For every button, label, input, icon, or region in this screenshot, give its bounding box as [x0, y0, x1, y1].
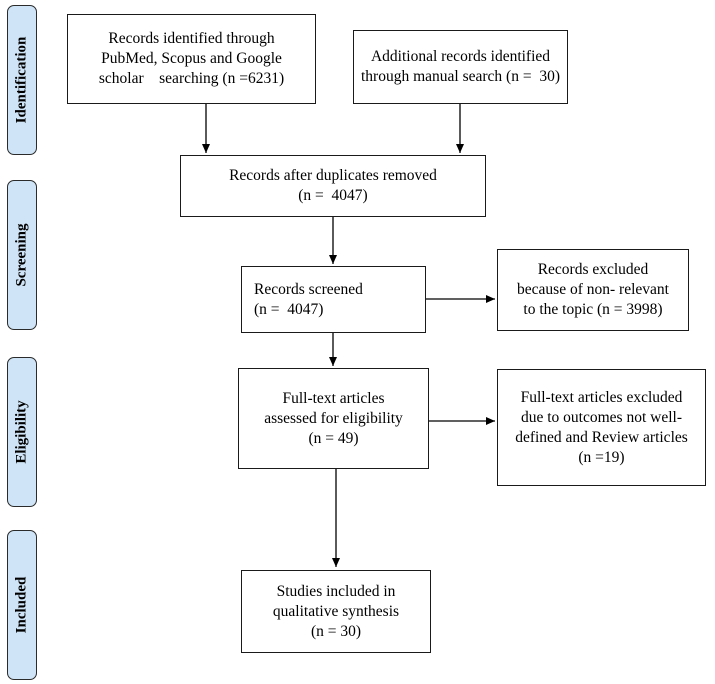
box-line: Studies included in [276, 582, 396, 600]
box-line: Full-text articles [282, 389, 385, 407]
box-line: (n = 30) [310, 622, 362, 640]
box-line: scholar searching (n =6231) [98, 70, 285, 87]
box-line: defined and Review articles [515, 428, 688, 446]
after-duplicates-box: Records after duplicates removed (n = 40… [180, 155, 486, 217]
phase-screening: Screening [7, 180, 37, 330]
box-line: to the topic (n = 3998) [523, 301, 663, 318]
box-line: Records screened [254, 280, 363, 298]
box-line: (n = 4047) [298, 187, 368, 204]
records-screened-box: Records screened (n = 4047) [241, 266, 426, 333]
box-line: Records identified through [108, 30, 275, 47]
box-line: through manual search (n = 30) [361, 68, 560, 85]
box-line: (n =19) [578, 448, 625, 466]
box-line: due to outcomes not well- [521, 408, 682, 426]
box-line: Records after duplicates removed [229, 167, 437, 184]
box-line: (n = 4047) [254, 300, 324, 318]
box-line: assessed for eligibility [264, 409, 403, 427]
fulltext-excluded-box: Full-text articles excluded due to outco… [497, 369, 706, 486]
included-studies-box: Studies included in qualitative synthesi… [241, 570, 431, 653]
box-line: Records excluded [537, 261, 649, 278]
records-excluded-box: Records excluded because of non- relevan… [497, 249, 689, 331]
box-line: (n = 49) [308, 429, 359, 447]
additional-records-box: Additional records identified through ma… [353, 30, 568, 104]
phase-eligibility: Eligibility [7, 357, 37, 507]
box-line: PubMed, Scopus and Google [101, 50, 282, 67]
fulltext-assessed-box: Full-text articles assessed for eligibil… [238, 368, 429, 469]
box-line: because of non- relevant [517, 281, 669, 298]
phase-included: Included [7, 530, 37, 680]
box-line: Additional records identified [370, 48, 551, 65]
records-identified-box: Records identified through PubMed, Scopu… [67, 14, 316, 104]
box-line: Full-text articles excluded [520, 388, 683, 406]
phase-identification: Identification [7, 5, 37, 155]
box-line: qualitative synthesis [272, 602, 400, 620]
